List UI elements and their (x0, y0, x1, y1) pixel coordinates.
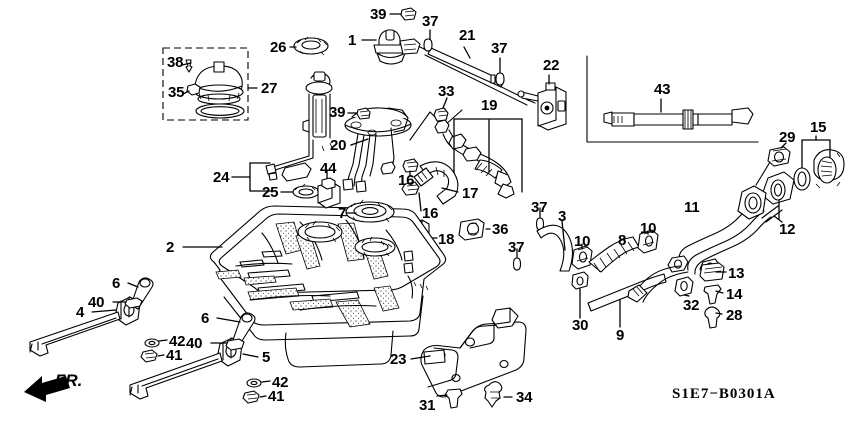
callout-20: 20 (330, 137, 347, 154)
callout-26: 26 (270, 39, 287, 56)
callout-16-lower: 16 (422, 205, 439, 222)
callout-31: 31 (419, 397, 436, 414)
callout-38: 38 (167, 54, 184, 71)
feed-pipe-group (627, 201, 783, 329)
fuel-pump-assembly-group (342, 107, 412, 193)
pump-lock-ring-group (289, 36, 329, 56)
fuel-tank-group (182, 205, 447, 368)
callout-42-b: 42 (272, 374, 289, 391)
callout-13: 13 (728, 265, 745, 282)
callout-33: 33 (438, 83, 455, 100)
callout-3: 3 (558, 208, 567, 225)
hose-clamp-block-group (458, 218, 491, 241)
valve-nut-group (347, 7, 417, 120)
callout-21: 21 (459, 27, 476, 44)
tank-protector-group (410, 307, 527, 409)
callout-6-lower: 6 (201, 310, 210, 327)
fuel-filter-group (517, 74, 567, 131)
tank-band-group (29, 277, 271, 404)
callout-24: 24 (213, 169, 230, 186)
callout-12: 12 (779, 221, 796, 238)
filler-hose-group (571, 229, 667, 328)
bent-hose-group (536, 220, 574, 272)
callout-5: 5 (262, 349, 271, 366)
callout-1: 1 (348, 32, 357, 49)
filler-neck-group (737, 135, 845, 220)
callout-15: 15 (810, 119, 827, 136)
pump-connector-group (317, 169, 341, 209)
callout-37-d: 37 (508, 239, 525, 256)
sending-unit-ring-group (345, 199, 395, 223)
callout-22: 22 (543, 57, 560, 74)
front-arrow-icon (24, 376, 70, 402)
callout-19: 19 (481, 97, 498, 114)
callout-25: 25 (262, 184, 279, 201)
callout-39-upper: 39 (370, 6, 387, 23)
callout-10-right: 10 (640, 220, 657, 237)
callout-14: 14 (726, 286, 743, 303)
lower-pipe-clips (512, 207, 545, 271)
callout-7: 7 (338, 205, 347, 222)
front-direction-label: FR. (55, 371, 83, 390)
vent-hose-group (401, 158, 459, 212)
callout-44: 44 (320, 160, 337, 177)
callout-28: 28 (726, 307, 743, 324)
vapor-pipe-group (419, 29, 536, 106)
callout-37-b: 37 (491, 40, 508, 57)
callout-4: 4 (76, 304, 85, 321)
callout-34: 34 (516, 389, 533, 406)
callout-29: 29 (779, 129, 796, 146)
callout-40-lower: 40 (186, 335, 203, 352)
callout-37-a: 37 (422, 13, 439, 30)
fuel-lid-opener-cable-group (586, 55, 759, 143)
callout-40-upper: 40 (88, 294, 105, 311)
callout-41-lower: 41 (268, 388, 285, 405)
callout-2: 2 (166, 239, 175, 256)
callout-6-upper: 6 (112, 275, 121, 292)
pump-cover-set-group (162, 47, 258, 121)
callout-37-c: 37 (531, 199, 548, 216)
callout-39-lower: 39 (329, 104, 346, 121)
callout-32: 32 (683, 297, 700, 314)
callout-8: 8 (618, 232, 627, 249)
callout-10-left: 10 (574, 233, 591, 250)
two-way-valve-group (361, 29, 421, 65)
callout-17: 17 (462, 185, 479, 202)
callout-35: 35 (168, 84, 185, 101)
purge-pipe-group (409, 97, 523, 199)
callout-9: 9 (616, 327, 625, 344)
callout-43: 43 (654, 81, 671, 98)
callout-42-a: 42 (169, 333, 186, 350)
callout-30: 30 (572, 317, 589, 334)
callout-16-upper: 16 (398, 172, 415, 189)
callout-11: 11 (684, 199, 700, 216)
callout-23: 23 (390, 351, 407, 368)
fuel-gauge-sender-group (231, 71, 333, 199)
callout-27: 27 (261, 80, 278, 97)
callout-41-upper: 41 (166, 347, 183, 364)
drawing-code: S1E7−B0301A (672, 386, 776, 402)
callout-36: 36 (492, 221, 509, 238)
callout-18: 18 (438, 231, 455, 248)
